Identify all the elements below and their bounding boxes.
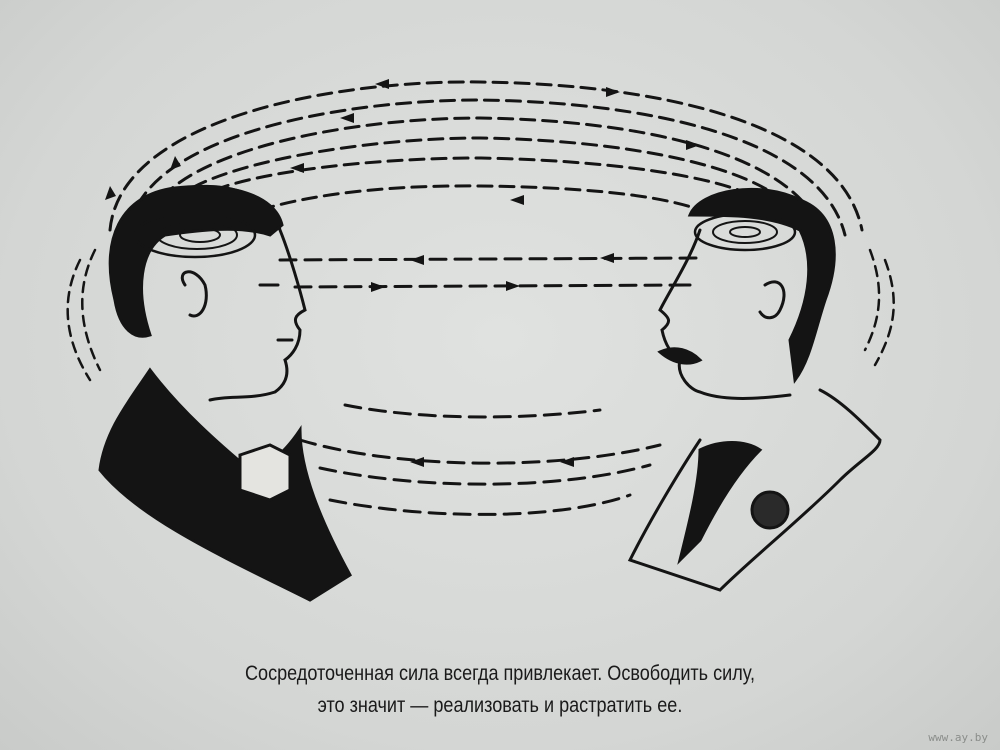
side-dashes bbox=[66, 248, 895, 382]
caption-line-2: это значит — реализовать и растратить ее… bbox=[317, 694, 683, 717]
field-lines-middle bbox=[278, 256, 702, 289]
left-figure bbox=[98, 184, 352, 602]
field-lines-top bbox=[108, 80, 864, 242]
arrowheads bbox=[105, 79, 700, 467]
field-lines-bottom bbox=[298, 403, 662, 516]
caption-line-1: Сосредоточенная сила всегда привлекает. … bbox=[244, 662, 756, 685]
watermark: www.ay.by bbox=[928, 731, 988, 744]
right-figure bbox=[627, 187, 882, 592]
